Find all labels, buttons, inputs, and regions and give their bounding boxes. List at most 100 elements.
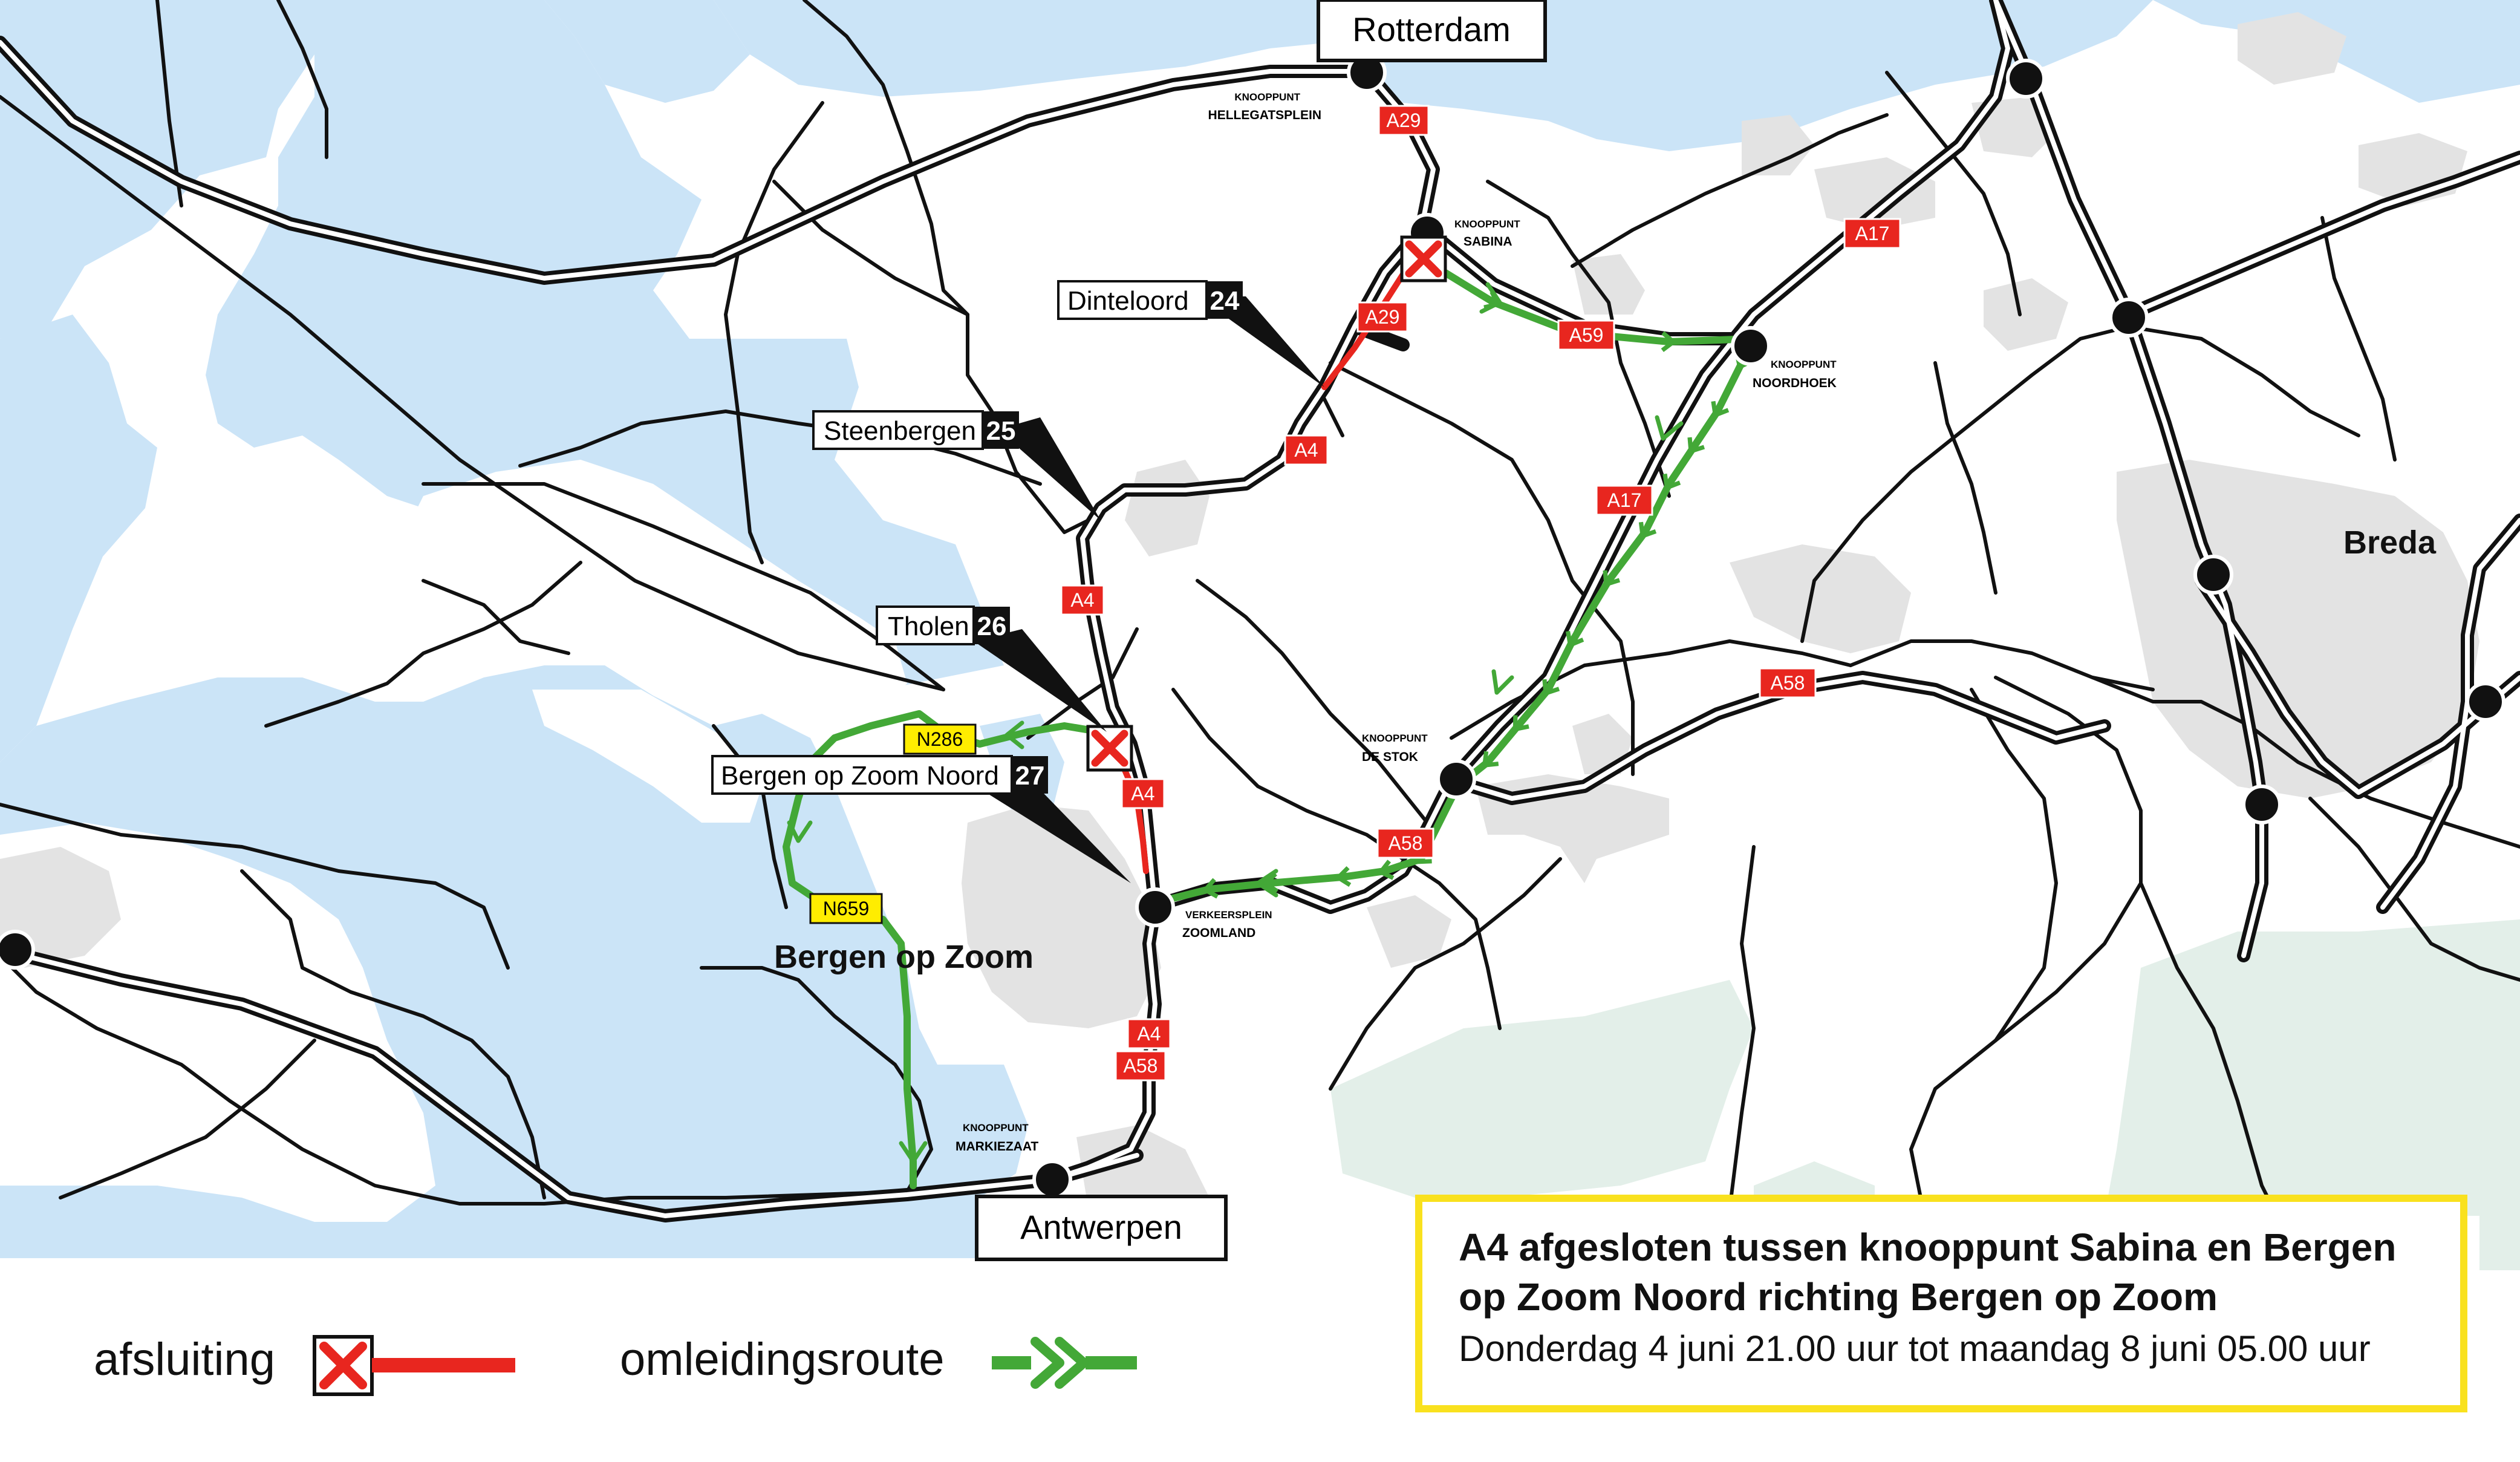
legend-closure-label: afsluiting	[94, 1334, 275, 1385]
svg-text:NOORDHOEK: NOORDHOEK	[1753, 376, 1837, 390]
svg-text:SABINA: SABINA	[1463, 235, 1512, 249]
legend-closure-icon	[313, 1335, 515, 1396]
svg-text:Tholen: Tholen	[888, 612, 969, 641]
svg-text:Dinteloord: Dinteloord	[1067, 286, 1189, 316]
junction-breda-s	[2242, 785, 2282, 824]
svg-text:A29: A29	[1366, 306, 1400, 328]
svg-text:A58: A58	[1389, 832, 1423, 854]
shield-a59: A59	[1557, 319, 1615, 351]
info-title: A4 afgesloten tussen knooppunt Sabina en…	[1459, 1225, 2397, 1319]
water-west-strip	[0, 315, 157, 762]
bergen-op-zoom-label: Bergen op Zoom	[774, 939, 1034, 975]
urban-bergen-op-zoom	[962, 804, 1161, 1028]
svg-text:DE STOK: DE STOK	[1362, 750, 1418, 764]
exit-pointers	[974, 296, 1324, 883]
island-mid	[532, 690, 762, 823]
svg-text:N659: N659	[823, 898, 870, 919]
svg-text:Bergen op Zoom Noord: Bergen op Zoom Noord	[721, 761, 999, 791]
label-markiezaat: KNOOPPUNT MARKIEZAAT	[956, 1122, 1038, 1154]
exit-bergen-op-zoom-noord: Bergen op Zoom Noord 27	[711, 755, 1048, 795]
water-hollandsch-diep	[544, 0, 750, 103]
water-central-basin	[206, 0, 1004, 690]
road-shields: A29 A29 A4 A4 A4 A4 A58 A59 A17 A17 A58 …	[809, 105, 1901, 1082]
shield-a58-south: A58	[1115, 1050, 1167, 1082]
label-zoomland: VERKEERSPLEIN ZOOMLAND	[1182, 909, 1272, 940]
svg-text:N286: N286	[917, 728, 963, 750]
svg-text:KNOOPPUNT: KNOOPPUNT	[1234, 91, 1300, 103]
shield-a4-north: A4	[1284, 434, 1329, 466]
svg-text:A17: A17	[1607, 489, 1642, 511]
svg-text:A59: A59	[1569, 324, 1604, 346]
shield-a58-west: A58	[1376, 827, 1434, 859]
info-box: A4 afgesloten tussen knooppunt Sabina en…	[1415, 1195, 2467, 1412]
svg-text:KNOOPPUNT: KNOOPPUNT	[1362, 733, 1428, 744]
svg-text:26: 26	[977, 612, 1007, 641]
junction-breda-c	[2193, 555, 2233, 595]
junction-markiezaat	[1032, 1160, 1072, 1199]
svg-text:25: 25	[986, 416, 1016, 446]
shield-a29-north: A29	[1378, 105, 1430, 136]
info-dates: Donderdag 4 juni 21.00 uur tot maandag 8…	[1459, 1328, 2371, 1369]
detour-route	[783, 263, 1760, 1189]
detour-n286-n659	[783, 710, 1104, 1189]
chevron-n286	[1004, 720, 1024, 749]
junction-breda-e	[2466, 682, 2505, 722]
svg-text:A4: A4	[1294, 439, 1318, 461]
svg-text:24: 24	[1210, 286, 1240, 316]
legend-detour-label: omleidingsroute	[620, 1334, 945, 1385]
svg-text:A29: A29	[1387, 109, 1421, 131]
label-sabina: KNOOPPUNT SABINA	[1454, 218, 1520, 249]
svg-text:Steenbergen: Steenbergen	[824, 416, 976, 446]
shield-n286: N286	[903, 723, 977, 755]
rotterdam-label: Rotterdam	[1352, 10, 1510, 48]
svg-text:A4: A4	[1131, 783, 1154, 804]
svg-text:VERKEERSPLEIN: VERKEERSPLEIN	[1185, 909, 1272, 921]
exit-steenbergen: Steenbergen 25	[812, 410, 1019, 450]
closure-marker-sabina	[1400, 235, 1447, 282]
tholen-island	[399, 460, 907, 726]
shield-a29-south: A29	[1356, 301, 1408, 333]
label-de-stok: KNOOPPUNT DE STOK	[1362, 733, 1428, 764]
chevron-n659-s	[899, 1141, 928, 1164]
svg-text:A4: A4	[1070, 589, 1094, 611]
junction-noordhoek	[1731, 326, 1771, 366]
shield-a17-north: A17	[1843, 218, 1901, 249]
label-noordhoek: KNOOPPUNT NOORDHOEK	[1753, 359, 1837, 390]
closure-marker-tholen	[1086, 725, 1133, 772]
shield-a4-south: A4	[1127, 1018, 1171, 1049]
chevron-a58	[1255, 869, 1278, 898]
water-south-harbour	[931, 1065, 1028, 1198]
breda-label: Breda	[2343, 524, 2437, 561]
svg-text:A4: A4	[1137, 1023, 1161, 1045]
shield-a4-tholen: A4	[1060, 584, 1105, 616]
legend-detour-icon	[992, 1337, 1137, 1391]
chevron-a59	[1479, 282, 1502, 314]
shield-a58-east: A58	[1759, 667, 1817, 699]
chevron-n659-n	[787, 820, 813, 843]
svg-text:KNOOPPUNT: KNOOPPUNT	[1771, 359, 1837, 370]
junction-breda-n1	[2006, 59, 2046, 99]
svg-text:KNOOPPUNT: KNOOPPUNT	[1454, 218, 1520, 230]
shield-n659: N659	[809, 893, 883, 924]
exit-tholen: Tholen 26	[876, 605, 1010, 645]
antwerpen-label: Antwerpen	[1020, 1208, 1182, 1246]
shield-a4-bergen: A4	[1121, 778, 1165, 809]
exit-dinteloord: Dinteloord 24	[1057, 280, 1243, 320]
chevron-a17-n	[1655, 415, 1684, 441]
svg-text:27: 27	[1015, 761, 1045, 791]
svg-text:KNOOPPUNT: KNOOPPUNT	[963, 1122, 1029, 1134]
chevron-a17-s	[1491, 669, 1514, 695]
junction-labels: KNOOPPUNT HELLEGATSPLEIN KNOOPPUNT SABIN…	[956, 91, 1837, 1154]
svg-text:HELLEGATSPLEIN: HELLEGATSPLEIN	[1208, 108, 1321, 122]
city-box-antwerpen: Antwerpen	[975, 1195, 1228, 1261]
detour-a59-a17-a58	[1157, 263, 1760, 905]
junction-west	[0, 930, 35, 970]
svg-text:A58: A58	[1771, 672, 1805, 694]
detour-chevrons	[787, 282, 1684, 1164]
junction-breda-n2	[2109, 298, 2149, 338]
water-north-river	[714, 0, 2153, 151]
city-box-rotterdam: Rotterdam	[1317, 0, 1547, 62]
shield-a17-south: A17	[1595, 485, 1653, 516]
closure-a4-south	[1116, 753, 1149, 874]
